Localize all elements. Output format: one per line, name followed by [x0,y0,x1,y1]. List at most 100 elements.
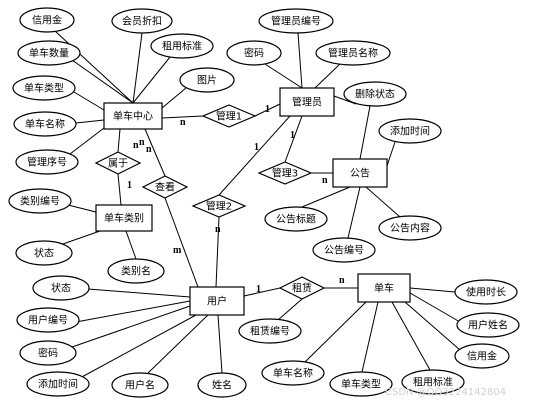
entity-box [357,273,411,303]
connector-line [347,186,361,239]
entity-label: 用户 [207,295,227,308]
attribute-label: 用户编号 [28,314,68,327]
diagram-nodes: 信用金会员折扣单车数量租用标准单车类型图片单车名称管理序号管理员编号密码管理员名… [8,7,520,398]
attribute-label: 单车数量 [29,47,69,60]
attribute-ellipse [15,149,79,175]
connector-line [132,32,143,104]
relationship-diamond [141,175,189,199]
attribute-ellipse [261,360,325,386]
attribute-bc-credit: 信用金 [19,7,75,33]
attribute-label: 公告编号 [324,244,364,257]
connector-line [67,204,97,213]
attribute-ellipse [454,279,518,305]
cardinality-label: 1 [256,284,261,295]
relationship-manage2: 管理2 [191,194,247,218]
connector-line [87,288,191,298]
entity-bike-center: 单车中心 [103,102,163,130]
attribute-bc-name: 单车名称 [13,111,77,137]
cardinality-label: n [139,137,145,148]
relationship-label: 管理1 [216,110,242,123]
attribute-label: 类别名 [121,265,151,278]
connector-line [254,103,281,117]
attribute-label: 单车类型 [341,378,381,391]
attribute-label: 用户姓名 [468,319,508,332]
connector-line [161,87,187,109]
entity-box [95,204,153,232]
entity-bike-category: 单车类别 [95,204,153,232]
attribute-ellipse [19,340,77,366]
attribute-ad-number: 管理员编号 [258,8,334,34]
connector-line [117,173,122,206]
attribute-label: 状态 [51,282,71,295]
attribute-ellipse [343,81,407,107]
attribute-ellipse [197,372,247,398]
connector-line [409,292,461,323]
attribute-an-content: 公告内容 [378,215,442,241]
attribute-cat-status: 状态 [15,240,73,266]
attribute-ellipse [315,40,391,66]
relationship-label: 租赁 [292,282,312,295]
attribute-ellipse [26,371,90,397]
attribute-ellipse [13,111,77,137]
attribute-ellipse [312,237,376,263]
attribute-ellipse [150,33,214,59]
relationship-diamond [257,161,313,185]
entity-label: 单车中心 [113,110,153,123]
attribute-label: 用户名 [125,379,155,392]
connector-line [391,301,431,371]
attribute-label: 管理员名称 [328,47,378,60]
entity-box [279,87,335,117]
connector-line [147,314,209,374]
relationship-label: 属于 [108,158,128,170]
attribute-bc-member-discount: 会员折扣 [111,8,173,34]
entity-box [332,158,388,188]
attribute-us-number: 用户编号 [16,307,80,333]
connector-line [79,314,197,379]
cardinality-label: 1 [254,142,259,153]
relationship-manage3: 管理3 [257,161,313,185]
attribute-ellipse [456,312,520,338]
relationship-diamond [94,151,142,175]
attribute-bk-username: 用户姓名 [456,312,520,338]
attribute-label: 信用金 [32,14,62,27]
relationship-manage1: 管理1 [201,104,257,128]
relationship-label: 管理2 [206,200,232,213]
connector-line [264,63,303,89]
attribute-bc-rental-std: 租用标准 [150,33,214,59]
attribute-rent-number: 租赁编号 [238,318,302,344]
attribute-ellipse [258,8,334,34]
attribute-label: 管理员编号 [271,15,321,28]
attribute-bk-credit: 信用金 [454,343,510,369]
attribute-an-deleted: 删除状态 [343,81,407,107]
attribute-label: 租用标准 [162,40,202,53]
connector-line [73,91,105,111]
attribute-label: 公告标题 [276,213,316,226]
attribute-ellipse [16,307,80,333]
relationship-diamond [278,276,326,300]
cardinality-label: n [133,140,139,151]
attribute-label: 管理序号 [27,156,67,169]
connector-line [409,287,456,293]
attribute-ellipse [15,240,73,266]
attribute-us-realname: 姓名 [197,372,247,398]
attribute-label: 状态 [34,247,54,260]
relationship-diamond [201,104,257,128]
relationship-belongs-to: 属于 [94,151,142,175]
attribute-ad-password: 密码 [226,40,282,66]
entity-announcement: 公告 [332,158,388,188]
entity-box [189,286,245,316]
entity-box [103,102,163,130]
attribute-ellipse [12,75,76,101]
connector-line [277,298,303,321]
attribute-an-added: 添加时间 [378,118,442,144]
connector-line [215,216,220,288]
attribute-ellipse [378,118,442,144]
attribute-us-status: 状态 [32,275,90,301]
connector-line [365,186,401,218]
cardinality-label: n [322,175,328,186]
cardinality-label: m [173,245,182,256]
cardinality-label: n [339,275,345,286]
attribute-ellipse [238,318,302,344]
connector-line [386,141,396,167]
